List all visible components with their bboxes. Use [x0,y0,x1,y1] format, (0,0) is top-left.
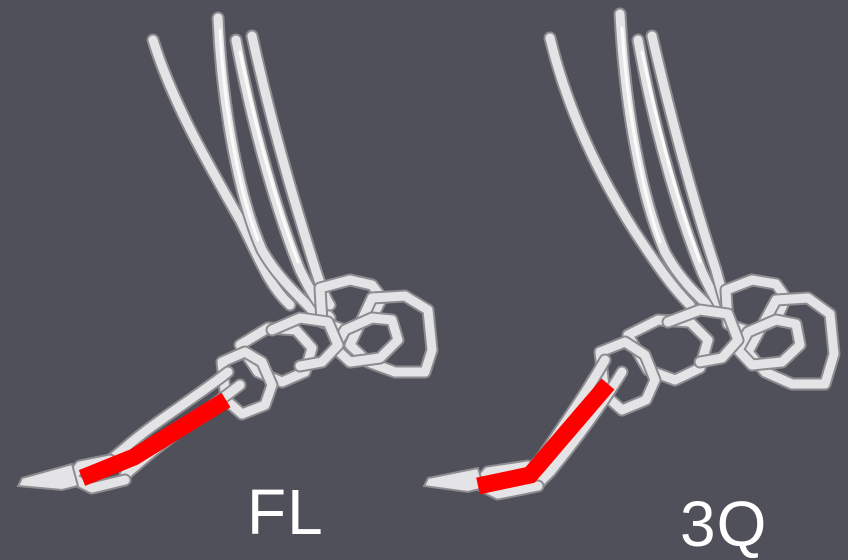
panel-label-left: FL [247,480,324,544]
red-segment-left [82,400,226,478]
highlighted-bone-left [82,400,226,478]
midfoot-bones-left [222,318,338,414]
toe-bones-left [18,372,240,490]
foot-skeleton-right [424,14,834,494]
midfoot-bones-right [600,310,738,410]
foot-skeleton-left [18,18,432,490]
toe-tip-right [424,468,484,492]
panel-label-right: 3Q [680,492,767,556]
toe-tip-left [18,464,78,490]
leg-bones-left [153,18,330,318]
ankle-bones-right [726,280,834,384]
leg-bones-right [550,14,728,318]
